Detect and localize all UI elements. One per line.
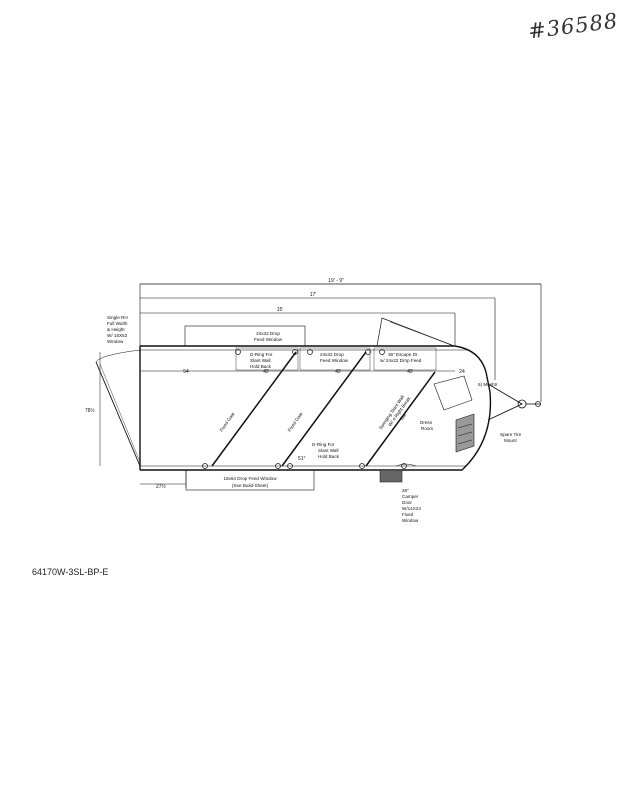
model-code-label: 64170W-3SL-BP-E (32, 567, 109, 577)
body-length-label: 17' (310, 292, 317, 298)
svg-text:24x32 Drop: 24x32 Drop (320, 352, 344, 357)
overall-length-label: 19' - 9" (328, 278, 344, 284)
svg-text:28": 28" (402, 488, 409, 493)
svg-text:D-Ring For: D-Ring For (312, 442, 335, 447)
dress-room-label: Dress Room (420, 420, 433, 431)
svg-text:42: 42 (335, 369, 341, 375)
escape-door-label: 36" Escape Dr. w/ 24x32 Drop Feed (380, 352, 422, 363)
svg-text:24: 24 (459, 369, 465, 375)
d-ring-label-top: D-Ring For Slant Wall Hold Back (250, 352, 273, 369)
escape-door-swing (376, 317, 455, 347)
height-dimension: 78½ (85, 352, 101, 466)
hitch-tongue (487, 383, 541, 421)
trailer-body (95, 345, 492, 471)
slant-walls (211, 351, 436, 467)
svg-text:Dress: Dress (420, 420, 433, 425)
svg-text:27½: 27½ (156, 483, 167, 490)
svg-text:Feed Window: Feed Window (320, 358, 349, 363)
svg-text:Slant Wall: Slant Wall (250, 358, 271, 363)
body-dimension: 17' (140, 292, 496, 380)
svg-text:42: 42 (407, 369, 413, 375)
svg-text:54: 54 (183, 369, 189, 375)
rear-offset-dimension: 27½ (140, 470, 187, 490)
stall-dimensions: 54 42 42 42 24 (140, 369, 465, 375)
svg-text:36" Escape Dr.: 36" Escape Dr. (388, 352, 419, 357)
svg-text:Window: Window (107, 339, 124, 344)
mid-drop-window-label: 24x32 Drop Feed Window (320, 352, 349, 363)
svg-text:Door: Door (402, 500, 412, 505)
svg-text:W/ 16X53: W/ 16X53 (107, 333, 128, 338)
angle-label: 51° (298, 456, 306, 462)
rear-window-label: Single RH Full Width & Height W/ 16X53 W… (107, 315, 128, 344)
fixed-gate-label-2: Fixed Gate (287, 411, 304, 433)
svg-text:Single RH: Single RH (107, 315, 128, 320)
svg-text:Mount: Mount (504, 438, 517, 443)
bottom-drop-window: 16x64 Drop Feed Window (See Build-Sheet) (185, 469, 315, 491)
fixed-gate-label-1: Fixed Gate (219, 411, 236, 433)
svg-text:Hold Back: Hold Back (250, 364, 272, 369)
interior-dimension: 15' (140, 307, 456, 345)
front-window-label: 5) Meshtr (478, 382, 498, 387)
svg-text:Fixed: Fixed (402, 512, 414, 517)
front-nose-details (433, 375, 475, 453)
svg-text:16x64 Drop Feed Window: 16x64 Drop Feed Window (223, 476, 277, 481)
svg-text:78½: 78½ (85, 407, 96, 414)
svg-text:Feed Window: Feed Window (254, 337, 283, 342)
spare-tire-label: Spare Tire Mount (500, 432, 522, 443)
svg-text:Spare Tire: Spare Tire (500, 432, 522, 437)
svg-text:w/ 24x32 Drop Feed: w/ 24x32 Drop Feed (380, 358, 422, 363)
svg-text:42: 42 (263, 369, 269, 375)
d-ring-label-bottom: D-Ring For Slant Wall Hold Back (312, 442, 340, 459)
svg-text:W/14X24: W/14X24 (402, 506, 421, 511)
camper-door: 28" Camper Door W/14X24 Fixed Window (379, 463, 421, 523)
svg-text:Slant Wall: Slant Wall (318, 448, 339, 453)
svg-text:(See Build-Sheet): (See Build-Sheet) (232, 483, 269, 488)
interior-length-label: 15' (277, 307, 284, 313)
top-drop-window: 24x32 Drop Feed Window (184, 325, 306, 347)
svg-text:Camper: Camper (402, 494, 419, 499)
svg-text:Room: Room (421, 426, 433, 431)
svg-text:D-Ring For: D-Ring For (250, 352, 273, 357)
d-ring-icons (202, 349, 407, 469)
swinging-wall-label: Swinging Slant Wall W/ 4 Right Break Bar (378, 394, 412, 430)
svg-text:24x32 Drop: 24x32 Drop (256, 331, 280, 336)
svg-text:Hold Back: Hold Back (318, 454, 340, 459)
svg-text:Full Width: Full Width (107, 321, 128, 326)
svg-text:Bar: Bar (399, 412, 407, 421)
svg-text:& Height: & Height (107, 327, 125, 332)
svg-text:Window: Window (402, 518, 419, 523)
